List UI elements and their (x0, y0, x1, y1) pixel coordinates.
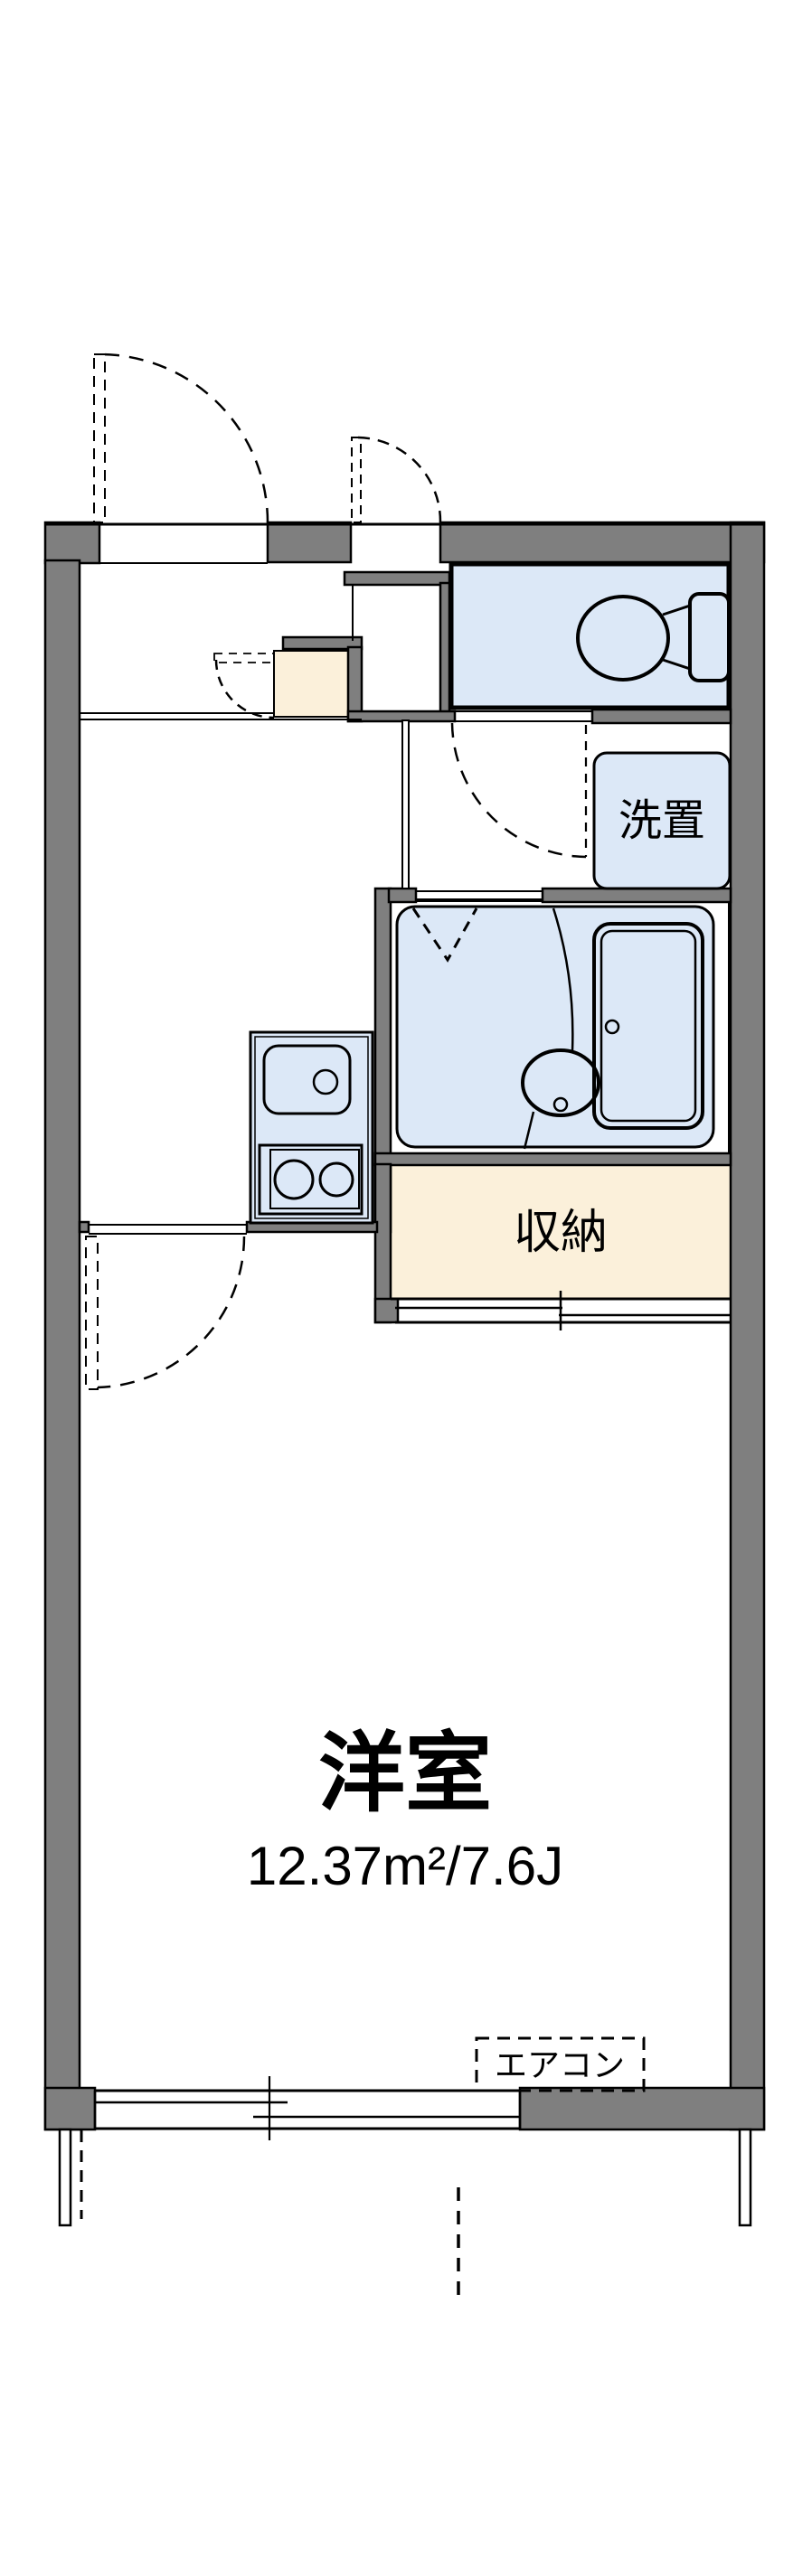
bathtub-drain (604, 1019, 620, 1035)
main-door-leaf (85, 1236, 99, 1390)
toilet-fixture (576, 592, 731, 682)
bath-stool (521, 1048, 600, 1117)
washer-space-box (592, 751, 732, 890)
bath-door-mark (411, 907, 478, 963)
bathtub-inner (600, 929, 697, 1123)
entrance-door-arc (99, 353, 269, 523)
main-room: 洋室 12.37m²/7.6J (247, 1725, 563, 1896)
aircon-label: エアコン (495, 2046, 625, 2083)
toilet-door-arc (450, 722, 587, 859)
door-swings (85, 353, 588, 1390)
bottom-window (93, 2076, 522, 2140)
main-room-area: 12.37m²/7.6J (247, 1836, 563, 1896)
aircon-outline (475, 2036, 646, 2092)
entrance-door-leaf (93, 353, 106, 523)
aircon-box: エアコン (475, 2036, 646, 2092)
bathroom-floor (395, 905, 715, 1149)
bath-stool-drain (552, 1096, 569, 1113)
bathroom-fixtures (411, 907, 704, 1150)
washer-space: 洗置 (592, 751, 732, 890)
bath-divider (552, 907, 574, 1052)
kitchen-faucet (312, 1068, 339, 1095)
balcony-post-left (58, 2128, 72, 2227)
utility-door-leaf (351, 437, 362, 523)
shoe-cabinet (273, 650, 354, 718)
toilet-bowl (576, 595, 670, 682)
kitchen-unit (249, 1030, 374, 1225)
washer-space-label: 洗置 (618, 797, 705, 845)
balcony-marks (58, 2128, 752, 2300)
walls (43, 521, 766, 2131)
cabinet-door-leaf (213, 653, 275, 663)
utility-door-arc (356, 436, 442, 523)
toilet-tank (688, 592, 731, 682)
storage-closet: 収納 (391, 1207, 731, 1330)
thresholds (80, 562, 592, 1235)
stove-burner-right (318, 1161, 354, 1198)
storage-label: 収納 (514, 1207, 608, 1259)
kitchen-sink (262, 1044, 352, 1115)
balcony-post-right (738, 2128, 752, 2227)
washroom-partition (401, 719, 410, 889)
main-door-arc (97, 1236, 246, 1389)
bathtub-outer (592, 922, 704, 1130)
storage-floor (390, 1163, 732, 1300)
main-room-label: 洋室 (318, 1725, 492, 1822)
stove-burner-left (273, 1159, 315, 1200)
